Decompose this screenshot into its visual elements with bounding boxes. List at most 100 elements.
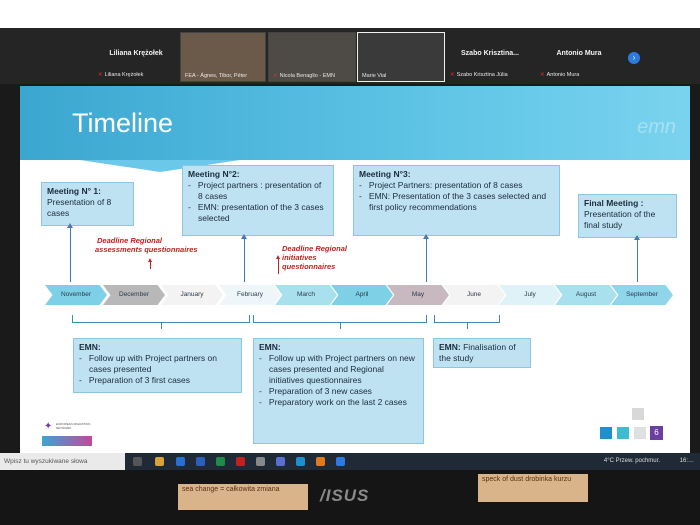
monitor-bezel: sea change = całkowita zmiana /ISUS spec…: [0, 470, 700, 525]
zoom-icon[interactable]: [336, 457, 345, 466]
emn-phase-2-title: EMN:: [259, 342, 281, 352]
clock-text[interactable]: 16:…: [679, 458, 694, 464]
emn-watermark: emn: [637, 116, 676, 138]
mic-muted-icon: ✕: [540, 72, 545, 78]
taskbar-search-input[interactable]: Wpisz tu wyszukiwane słowa: [0, 453, 125, 470]
participant-caption: ✕Liliana Krężołek: [98, 72, 144, 78]
meeting-1-box: Meeting N° 1: Presentation of 8 cases: [41, 182, 134, 226]
participant-caption: ✕Szabo Krisztina Júlia: [450, 72, 508, 78]
emn-phase-2-box: EMN: Follow up with Project partners on …: [253, 338, 424, 444]
meeting-2-item: EMN: presentation of the 3 cases selecte…: [188, 202, 328, 224]
deadline-regional-initiatives: Deadline Regional initiatives questionna…: [282, 244, 348, 271]
meeting-1-line: cases: [47, 208, 70, 218]
participant-tile-1[interactable]: Liliana Krężołek ✕Liliana Krężołek: [94, 32, 178, 80]
meeting-2-title: Meeting N°2:: [188, 169, 240, 179]
asus-logo: /ISUS: [320, 486, 370, 505]
deadline-regional-assessments: Deadline Regional assessments questionna…: [95, 236, 198, 254]
final-meeting-box: Final Meeting : Presentation of the fina…: [578, 194, 677, 238]
video-gallery: Liliana Krężołek ✕Liliana Krężołek FEA -…: [0, 28, 700, 84]
month-july: July: [499, 285, 561, 305]
skype-icon[interactable]: [296, 457, 305, 466]
participant-name: Liliana Krężołek: [109, 50, 163, 57]
participant-tile-2[interactable]: FEA - Ágnes, Tibor, Péter: [180, 32, 266, 82]
participant-tile-6[interactable]: Antonio Mura ✕Antonio Mura: [536, 32, 622, 80]
emn-phase-3-box: EMN: Finalisation of the study: [433, 338, 531, 368]
meeting-2-box: Meeting N°2: Project partners : presenta…: [182, 165, 334, 236]
file-explorer-icon[interactable]: [155, 457, 164, 466]
meeting-3-item: Project Partners: presentation of 8 case…: [359, 180, 554, 191]
weather-text[interactable]: 4°C Przew. pochmur.: [603, 458, 660, 464]
emn-phase-1-item: Preparation of 3 first cases: [79, 375, 236, 386]
emn-phase-3-line: Finalisation of: [463, 342, 516, 352]
word-icon[interactable]: [196, 457, 205, 466]
month-september: September: [611, 285, 673, 305]
deco-square-light: [634, 427, 646, 439]
emn-phase-1-title: EMN:: [79, 342, 101, 352]
meeting-3-item: EMN: Presentation of the 3 cases selecte…: [359, 191, 554, 213]
deco-square-grey: [632, 408, 644, 420]
participant-tile-active[interactable]: Marie Vial: [357, 32, 445, 82]
teams-icon[interactable]: [276, 457, 285, 466]
emn-logo: ✦ EUROPEAN MIGRATION NETWORK: [42, 420, 94, 450]
meeting-1-line: Presentation of 8: [47, 197, 112, 207]
participant-caption: Marie Vial: [362, 73, 387, 79]
month-december: December: [103, 285, 165, 305]
meeting-3-title: Meeting N°3:: [359, 169, 411, 179]
slide-banner: Timeline emn: [20, 86, 690, 160]
emn-logo-bar: [42, 436, 92, 446]
sticky-note-left: sea change = całkowita zmiana: [178, 484, 308, 510]
emn-phase-3-line: the study: [439, 353, 474, 363]
deadline-1-arrow: [148, 258, 152, 269]
final-meeting-line: final study: [584, 220, 623, 230]
system-tray: 4°C Przew. pochmur. 16:…: [604, 453, 694, 470]
meeting-3-arrow: [423, 234, 429, 282]
meeting-2-arrow: [241, 234, 247, 282]
participant-tile-3[interactable]: ✕Nicola Benaglio - EMN: [268, 32, 356, 82]
final-meeting-arrow: [634, 235, 640, 282]
month-may: May: [387, 285, 449, 305]
emn-logo-text: EUROPEAN MIGRATION NETWORK: [56, 422, 91, 430]
app-icon[interactable]: [256, 457, 265, 466]
deco-square-blue: [600, 427, 612, 439]
mic-muted-icon: ✕: [450, 72, 455, 78]
meeting-2-item: Project partners : presentation of 8 cas…: [188, 180, 328, 202]
shared-slide: Timeline emn Meeting N° 1: Presentation …: [20, 86, 690, 454]
page-number: 6: [650, 426, 663, 440]
deco-square-teal: [617, 427, 629, 439]
emn-phase-2-item: Preparation of 3 new cases: [259, 386, 418, 397]
final-meeting-title: Final Meeting :: [584, 198, 644, 208]
participant-caption: ✕Nicola Benaglio - EMN: [273, 73, 335, 79]
participant-tile-5[interactable]: Szabo Krisztina... ✕Szabo Krisztina Júli…: [446, 32, 534, 80]
meeting-1-title: Meeting N° 1:: [47, 186, 101, 196]
phase-2-brace: [253, 315, 427, 329]
month-august: August: [555, 285, 617, 305]
month-april: April: [331, 285, 393, 305]
chevron-right-icon: ›: [632, 53, 636, 62]
mic-muted-icon: ✕: [98, 72, 103, 78]
slide-title: Timeline: [72, 108, 174, 138]
phase-1-brace: [72, 315, 250, 329]
participant-name: Antonio Mura: [556, 50, 602, 57]
final-meeting-line: Presentation of the: [584, 209, 656, 219]
month-march: March: [275, 285, 337, 305]
window-top-strip: [0, 0, 700, 28]
firefox-icon[interactable]: [316, 457, 325, 466]
meeting-3-box: Meeting N°3: Project Partners: presentat…: [353, 165, 560, 236]
gallery-next-button[interactable]: ›: [628, 52, 640, 64]
windows-taskbar: Wpisz tu wyszukiwane słowa 4°C Przew. po…: [0, 453, 700, 470]
participant-caption: ✕Antonio Mura: [540, 72, 580, 78]
emn-phase-1-box: EMN: Follow up with Project partners on …: [73, 338, 242, 393]
participant-caption: FEA - Ágnes, Tibor, Péter: [185, 73, 248, 79]
emn-star-icon: ✦: [44, 421, 53, 432]
emn-phase-3-title: EMN:: [439, 342, 461, 352]
sticky-note-right: speck of dust drobinka kurzu: [478, 474, 588, 502]
participant-name: Szabo Krisztina...: [461, 50, 519, 57]
excel-icon[interactable]: [216, 457, 225, 466]
edge-icon[interactable]: [176, 457, 185, 466]
month-february: February: [219, 285, 281, 305]
month-january: January: [161, 285, 223, 305]
acrobat-icon[interactable]: [236, 457, 245, 466]
task-view-icon[interactable]: [133, 457, 142, 466]
deadline-2-arrow: [276, 255, 280, 274]
phase-3-brace: [434, 315, 500, 329]
